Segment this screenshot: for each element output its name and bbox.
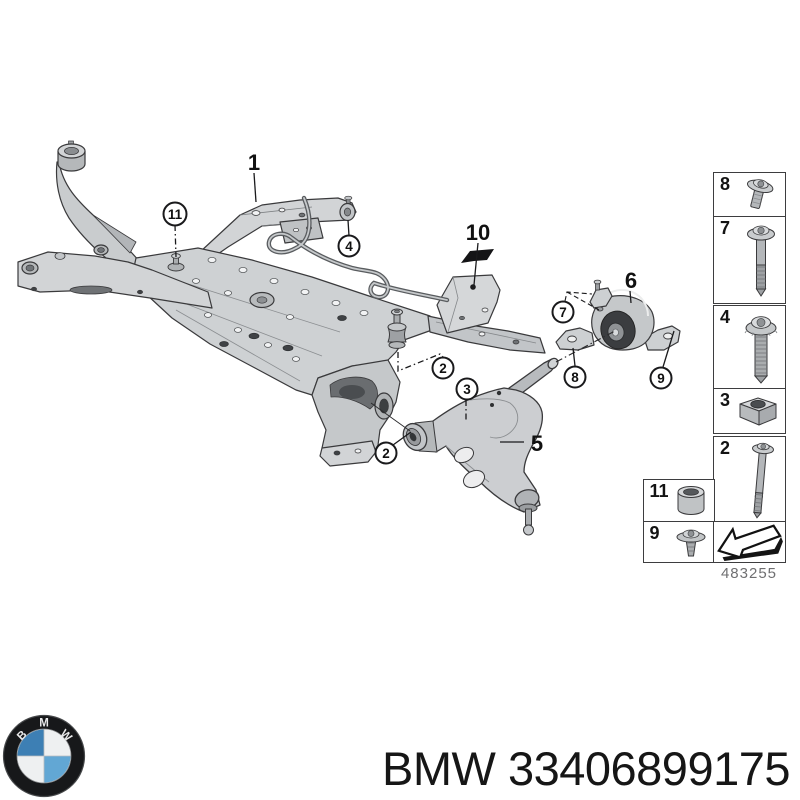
callout-2b: 2 bbox=[374, 441, 398, 465]
bushing-bracket-part-6 bbox=[555, 279, 681, 351]
panel-cell-4-label: 4 bbox=[720, 306, 731, 327]
panel-cell-8-label: 8 bbox=[720, 174, 731, 194]
panel-cell-4: 4 bbox=[713, 304, 786, 390]
svg-text:2: 2 bbox=[382, 446, 390, 461]
subframe-bushing-bolt bbox=[387, 308, 407, 349]
panel-cell-9-label: 9 bbox=[649, 522, 660, 543]
svg-text:9: 9 bbox=[657, 371, 665, 386]
page-reference-arrow-icon bbox=[717, 523, 783, 561]
svg-text:8: 8 bbox=[571, 370, 579, 385]
plain-callouts: 1 10 5 6 bbox=[248, 150, 637, 456]
ball-joint bbox=[514, 489, 540, 536]
part-number-title: BMW 33406899175 bbox=[382, 742, 790, 795]
panel-cell-2: 2 bbox=[713, 435, 786, 522]
flange-bolt-4-icon bbox=[744, 315, 778, 384]
subframe-rear-tower bbox=[311, 359, 401, 467]
callout-3: 3 bbox=[455, 377, 479, 401]
control-arm-part-5 bbox=[402, 357, 559, 536]
shaft-axis-line bbox=[555, 330, 616, 363]
svg-text:3: 3 bbox=[463, 382, 471, 397]
panel-cell-11-label: 11 bbox=[649, 480, 669, 501]
panel-cell-7-label: 7 bbox=[720, 217, 731, 238]
callout-2a: 2 bbox=[431, 356, 455, 380]
assembly-direction-line bbox=[370, 402, 411, 432]
panel-cell-9: 9 bbox=[642, 520, 715, 563]
callout-1: 1 bbox=[248, 150, 260, 175]
svg-text:11: 11 bbox=[168, 207, 183, 222]
panel-cell-7: 7 bbox=[713, 215, 786, 304]
subframe-left-arm bbox=[55, 140, 142, 268]
svg-text:4: 4 bbox=[345, 239, 353, 254]
svg-text:2: 2 bbox=[439, 361, 447, 376]
expansion-screw-9-icon bbox=[676, 529, 705, 556]
callout-10-target-dot bbox=[470, 284, 476, 290]
panel-cell-3: 3 bbox=[713, 388, 786, 434]
circled-callouts: 11 4 2 3 2 7 8 bbox=[162, 201, 673, 465]
panel-cell-arrow bbox=[713, 520, 786, 563]
square-nut-3-icon bbox=[739, 397, 777, 426]
bmw-logo: B M W bbox=[2, 714, 86, 798]
long-bolt-2-icon bbox=[752, 442, 774, 519]
diagram-ref-number: 483255 bbox=[720, 565, 778, 582]
panel-cell-3-label: 3 bbox=[720, 390, 731, 410]
callout-9: 9 bbox=[649, 366, 673, 390]
callout-10: 10 bbox=[466, 220, 490, 245]
brake-pipe-tube bbox=[266, 195, 450, 303]
mount-bracket-part-10 bbox=[436, 274, 501, 334]
callout-6: 6 bbox=[625, 268, 637, 293]
subframe-front-rail bbox=[17, 244, 213, 309]
orientation-wedge-icon bbox=[461, 249, 494, 263]
callout-8: 8 bbox=[563, 365, 587, 389]
sleeve-11-icon bbox=[677, 485, 704, 515]
flange-bolt-7-icon bbox=[747, 225, 775, 297]
flange-bolt-8-icon bbox=[746, 179, 774, 209]
callout-5: 5 bbox=[531, 431, 543, 456]
callout-7: 7 bbox=[551, 300, 575, 324]
leader-lines bbox=[174, 172, 675, 446]
panel-cell-8: 8 bbox=[713, 172, 786, 217]
callout-4: 4 bbox=[337, 234, 361, 258]
bmw-logo-letter-m: M bbox=[39, 718, 49, 730]
panel-cell-11: 11 bbox=[642, 478, 715, 522]
callout-11: 11 bbox=[162, 201, 188, 227]
beam-end-stud bbox=[339, 195, 356, 222]
svg-text:7: 7 bbox=[559, 305, 567, 320]
panel-cell-2-label: 2 bbox=[720, 437, 731, 458]
